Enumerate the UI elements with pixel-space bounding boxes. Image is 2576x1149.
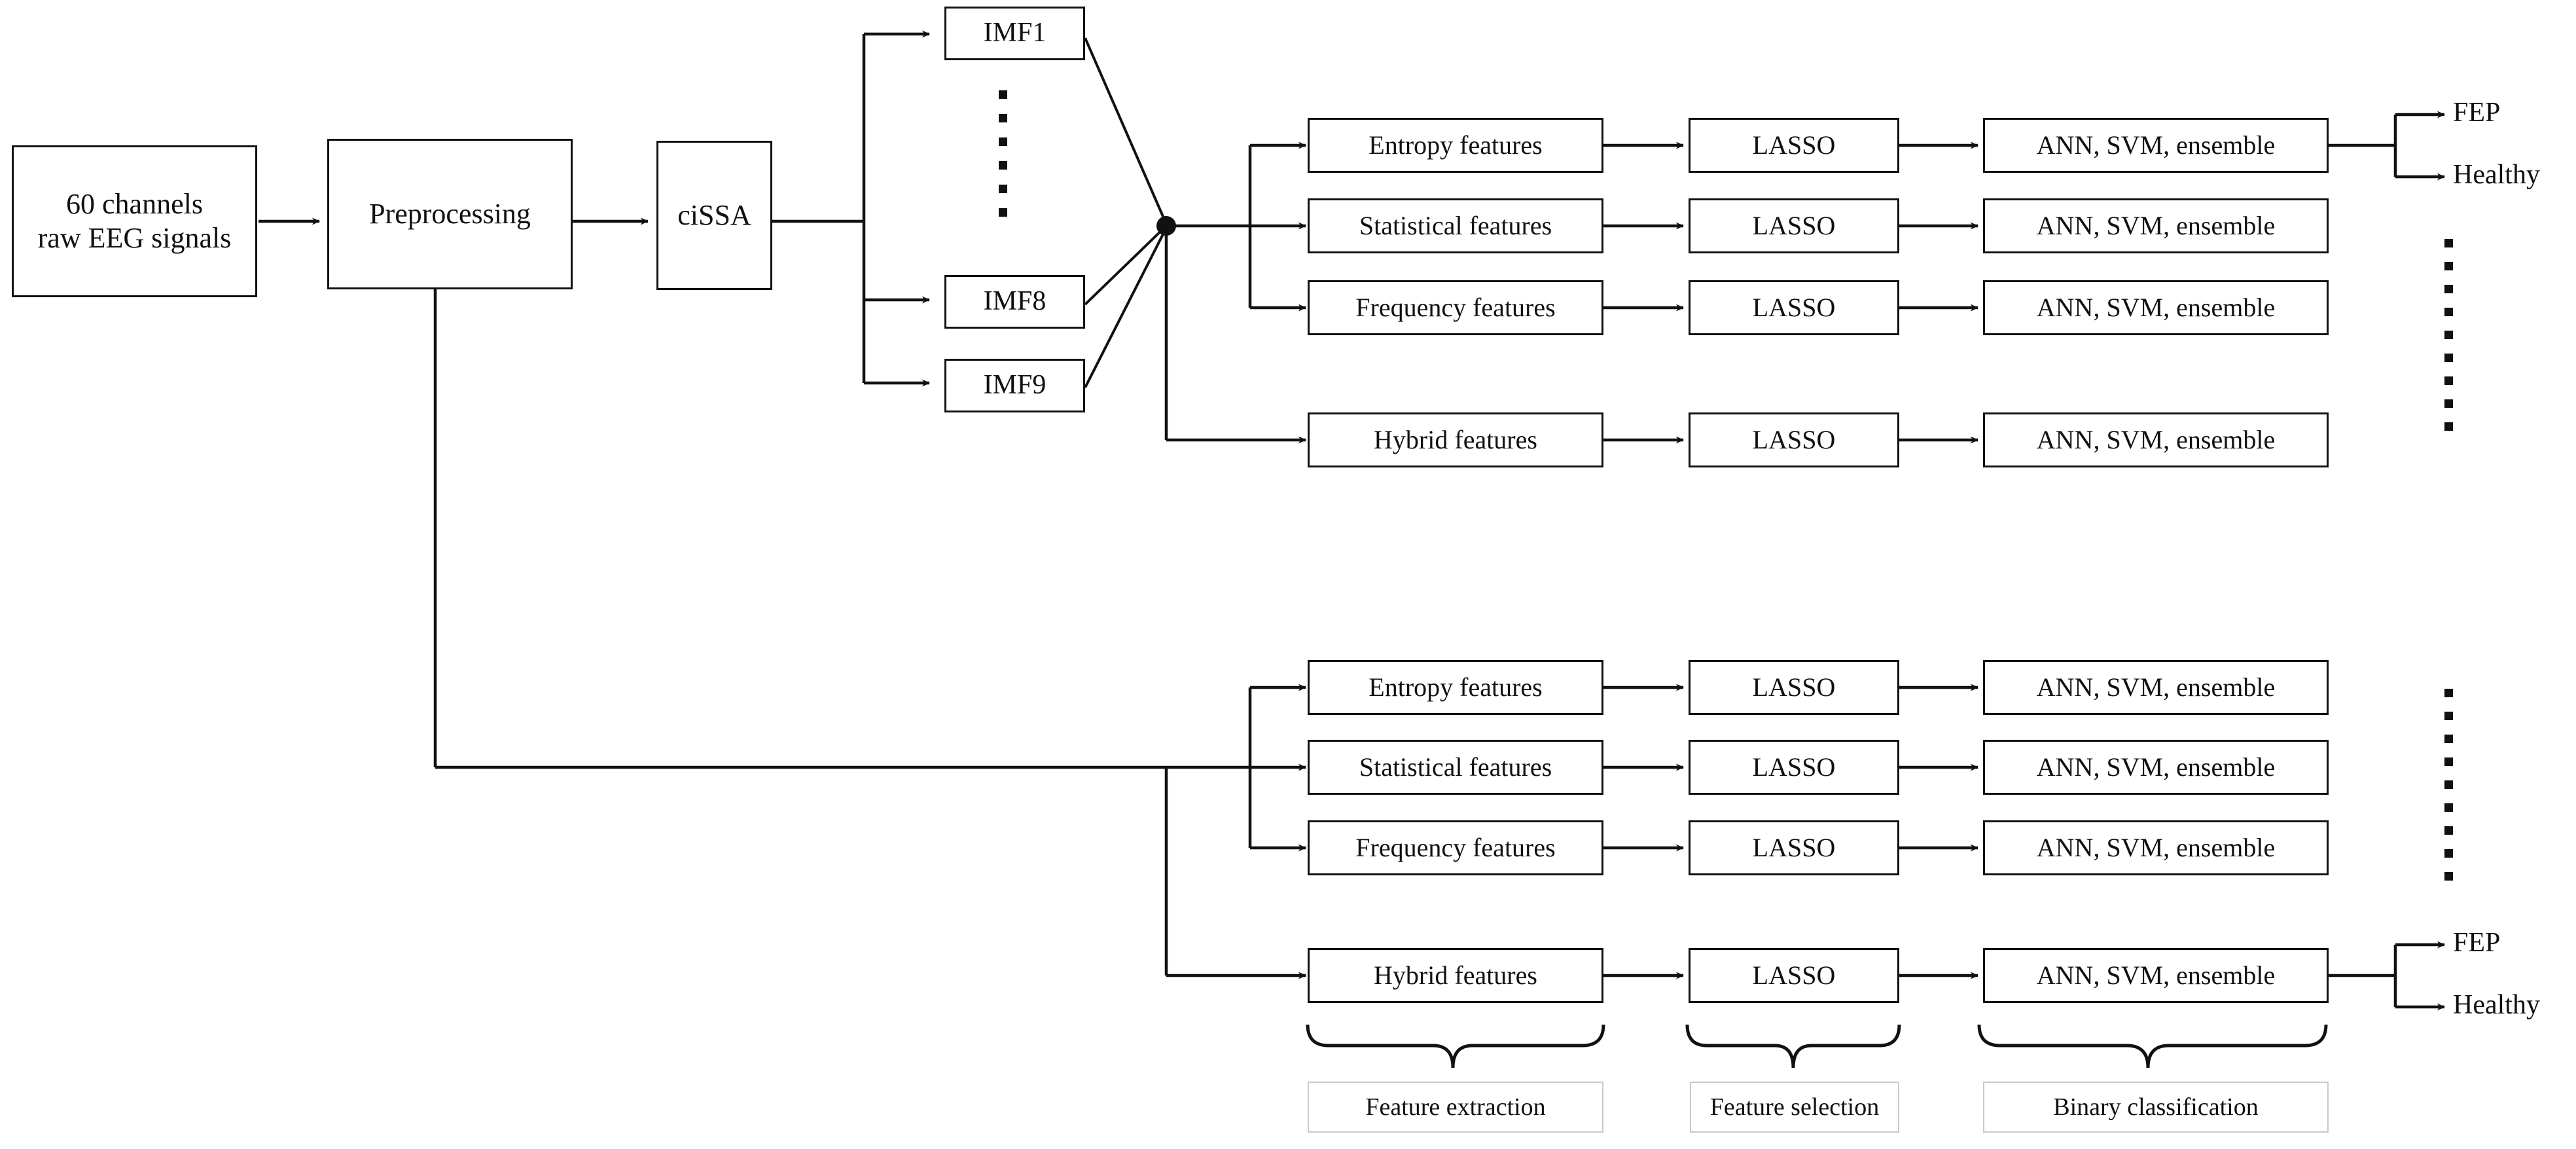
- bottom-feature-label-hybrid: Hybrid features: [1374, 960, 1537, 991]
- bottom-output-fep: FEP: [2453, 928, 2501, 958]
- stage-label-text-feature-extraction: Feature extraction: [1365, 1093, 1546, 1121]
- top-classifier-label-entropy: ANN, SVM, ensemble: [2036, 130, 2276, 160]
- bottom-feature-box-frequency[interactable]: Frequency features: [1308, 820, 1603, 875]
- input-label: 60 channels raw EEG signals: [37, 188, 232, 254]
- top-classifier-box-statistical[interactable]: ANN, SVM, ensemble: [1983, 198, 2329, 253]
- bottom-classifier-box-frequency[interactable]: ANN, SVM, ensemble: [1983, 820, 2329, 875]
- preprocessing-label: Preprocessing: [369, 198, 531, 230]
- top-feature-box-hybrid[interactable]: Hybrid features: [1308, 412, 1603, 467]
- top-classifier-box-frequency[interactable]: ANN, SVM, ensemble: [1983, 280, 2329, 335]
- top-lasso-box-frequency[interactable]: LASSO: [1689, 280, 1899, 335]
- top-lasso-label-entropy: LASSO: [1752, 130, 1836, 160]
- top-feature-box-entropy[interactable]: Entropy features: [1308, 118, 1603, 173]
- bottom-output-healthy: Healthy: [2453, 990, 2540, 1020]
- imf8-label: IMF8: [983, 286, 1046, 317]
- brace-binary-classification: [1977, 1024, 2328, 1068]
- imf8-box[interactable]: IMF8: [944, 275, 1085, 329]
- stage-label-feature-extraction[interactable]: Feature extraction: [1308, 1082, 1603, 1133]
- edge-imf9-junction: [1084, 227, 1168, 388]
- bottom-lasso-label-frequency: LASSO: [1752, 833, 1836, 863]
- top-feature-box-statistical[interactable]: Statistical features: [1308, 198, 1603, 253]
- bottom-classifier-label-entropy: ANN, SVM, ensemble: [2036, 672, 2276, 702]
- brace-feature-selection: [1685, 1024, 1901, 1068]
- imf9-label: IMF9: [983, 370, 1046, 401]
- bottom-lasso-box-statistical[interactable]: LASSO: [1689, 740, 1899, 795]
- bottom-classifier-label-frequency: ANN, SVM, ensemble: [2036, 833, 2276, 863]
- edge-imf8-junction: [1084, 225, 1168, 306]
- top-classifier-label-statistical: ANN, SVM, ensemble: [2036, 211, 2276, 241]
- stage-label-text-binary-classification: Binary classification: [2053, 1093, 2259, 1121]
- bottom-lasso-box-frequency[interactable]: LASSO: [1689, 820, 1899, 875]
- top-classifier-box-hybrid[interactable]: ANN, SVM, ensemble: [1983, 412, 2329, 467]
- bottom-lasso-label-hybrid: LASSO: [1752, 960, 1836, 991]
- stage-label-text-feature-selection: Feature selection: [1709, 1093, 1880, 1121]
- bottom-classifier-box-statistical[interactable]: ANN, SVM, ensemble: [1983, 740, 2329, 795]
- bottom-lasso-label-statistical: LASSO: [1752, 752, 1836, 782]
- cissa-label: ciSSA: [677, 199, 751, 232]
- bottom-lasso-label-entropy: LASSO: [1752, 672, 1836, 702]
- top-feature-label-hybrid: Hybrid features: [1374, 425, 1537, 455]
- cissa-box[interactable]: ciSSA: [656, 141, 772, 290]
- top-feature-label-frequency: Frequency features: [1355, 293, 1556, 323]
- top-lasso-label-statistical: LASSO: [1752, 211, 1836, 241]
- imf1-label: IMF1: [983, 18, 1046, 48]
- imf1-box[interactable]: IMF1: [944, 7, 1085, 60]
- stage-label-binary-classification[interactable]: Binary classification: [1983, 1082, 2329, 1133]
- top-feature-label-statistical: Statistical features: [1359, 211, 1552, 241]
- top-classifier-label-frequency: ANN, SVM, ensemble: [2036, 293, 2276, 323]
- top-classifier-label-hybrid: ANN, SVM, ensemble: [2036, 425, 2276, 455]
- top-lasso-label-frequency: LASSO: [1752, 293, 1836, 323]
- brace-feature-extraction: [1306, 1024, 1605, 1068]
- top-lasso-box-hybrid[interactable]: LASSO: [1689, 412, 1899, 467]
- bottom-block-ellipsis-dots: [2444, 689, 2453, 881]
- top-lasso-label-hybrid: LASSO: [1752, 425, 1836, 455]
- input-box[interactable]: 60 channels raw EEG signals: [12, 145, 257, 297]
- bottom-classifier-box-hybrid[interactable]: ANN, SVM, ensemble: [1983, 948, 2329, 1003]
- top-block-ellipsis-dots: [2444, 239, 2453, 431]
- imf9-box[interactable]: IMF9: [944, 359, 1085, 412]
- top-output-fep: FEP: [2453, 98, 2501, 128]
- stage-label-feature-selection[interactable]: Feature selection: [1690, 1082, 1899, 1133]
- top-lasso-box-statistical[interactable]: LASSO: [1689, 198, 1899, 253]
- bottom-feature-box-hybrid[interactable]: Hybrid features: [1308, 948, 1603, 1003]
- top-feature-label-entropy: Entropy features: [1368, 130, 1543, 160]
- bottom-lasso-box-entropy[interactable]: LASSO: [1689, 660, 1899, 715]
- bottom-feature-label-entropy: Entropy features: [1368, 672, 1543, 702]
- top-lasso-box-entropy[interactable]: LASSO: [1689, 118, 1899, 173]
- bottom-classifier-label-hybrid: ANN, SVM, ensemble: [2036, 960, 2276, 991]
- preprocessing-box[interactable]: Preprocessing: [327, 139, 573, 289]
- top-feature-box-frequency[interactable]: Frequency features: [1308, 280, 1603, 335]
- bottom-classifier-box-entropy[interactable]: ANN, SVM, ensemble: [1983, 660, 2329, 715]
- bottom-classifier-label-statistical: ANN, SVM, ensemble: [2036, 752, 2276, 782]
- top-output-healthy: Healthy: [2453, 160, 2540, 190]
- imf-ellipsis-dots: [999, 90, 1007, 217]
- bottom-feature-box-entropy[interactable]: Entropy features: [1308, 660, 1603, 715]
- top-classifier-box-entropy[interactable]: ANN, SVM, ensemble: [1983, 118, 2329, 173]
- bottom-feature-box-statistical[interactable]: Statistical features: [1308, 740, 1603, 795]
- imf-junction-dot: [1156, 216, 1176, 236]
- bottom-feature-label-frequency: Frequency features: [1355, 833, 1556, 863]
- bottom-feature-label-statistical: Statistical features: [1359, 752, 1552, 782]
- bottom-lasso-box-hybrid[interactable]: LASSO: [1689, 948, 1899, 1003]
- edge-imf1-junction: [1084, 37, 1168, 225]
